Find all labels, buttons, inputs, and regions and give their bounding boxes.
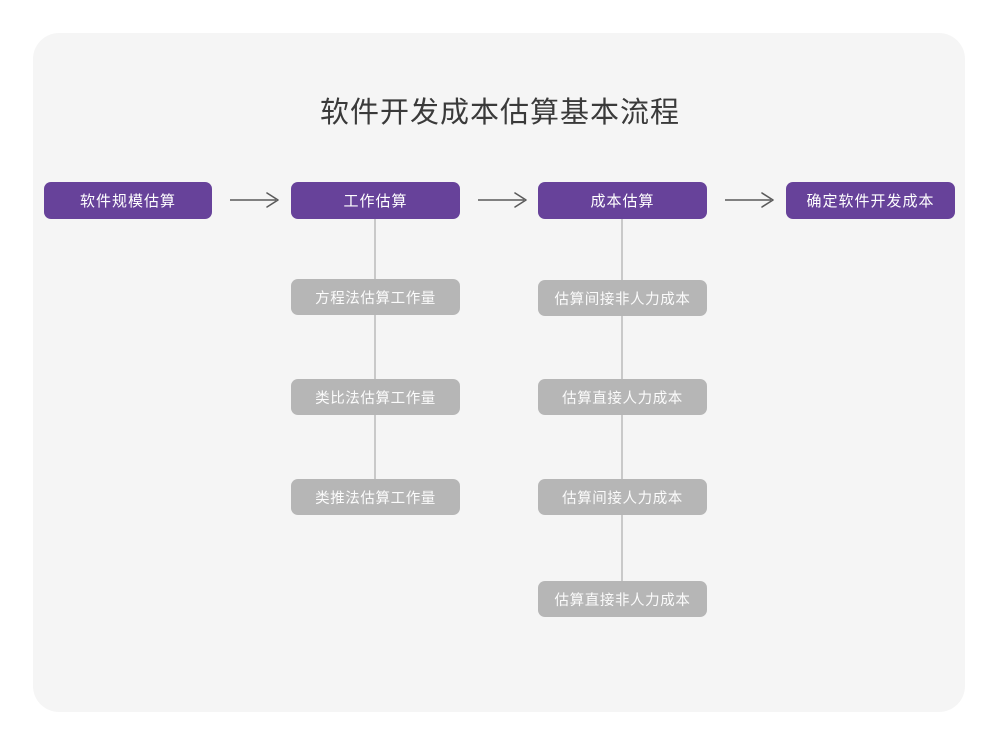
right-arrow-icon bbox=[230, 192, 279, 208]
page-title: 软件开发成本估算基本流程 bbox=[319, 97, 680, 129]
connector-branch-2-to-3 bbox=[374, 415, 376, 479]
flow-node-cost-estimation[interactable]: 成本估算 bbox=[538, 182, 707, 219]
connector-cost-branch-1-to-2 bbox=[621, 316, 623, 379]
flow-node-work-estimation[interactable]: 工作估算 bbox=[291, 182, 460, 219]
flow-node-software-size-estimation[interactable]: 软件规模估算 bbox=[44, 182, 212, 219]
branch-node-indirect-nonlabor-cost[interactable]: 估算间接非人力成本 bbox=[538, 280, 707, 316]
branch-node-analogy-method-effort[interactable]: 类比法估算工作量 bbox=[291, 379, 460, 415]
branch-node-direct-labor-cost[interactable]: 估算直接人力成本 bbox=[538, 379, 707, 415]
connector-cost-to-branch-1 bbox=[621, 219, 623, 280]
right-arrow-icon bbox=[478, 192, 527, 208]
connector-cost-branch-3-to-4 bbox=[621, 515, 623, 581]
branch-node-direct-nonlabor-cost[interactable]: 估算直接非人力成本 bbox=[538, 581, 707, 617]
branch-node-indirect-labor-cost[interactable]: 估算间接人力成本 bbox=[538, 479, 707, 515]
connector-work-to-branch-1 bbox=[374, 219, 376, 279]
connector-cost-branch-2-to-3 bbox=[621, 415, 623, 479]
flow-node-determine-development-cost[interactable]: 确定软件开发成本 bbox=[786, 182, 955, 219]
branch-node-inference-method-effort[interactable]: 类推法估算工作量 bbox=[291, 479, 460, 515]
right-arrow-icon bbox=[725, 192, 774, 208]
connector-branch-1-to-2 bbox=[374, 315, 376, 379]
card-background bbox=[33, 33, 965, 712]
branch-node-equation-method-effort[interactable]: 方程法估算工作量 bbox=[291, 279, 460, 315]
